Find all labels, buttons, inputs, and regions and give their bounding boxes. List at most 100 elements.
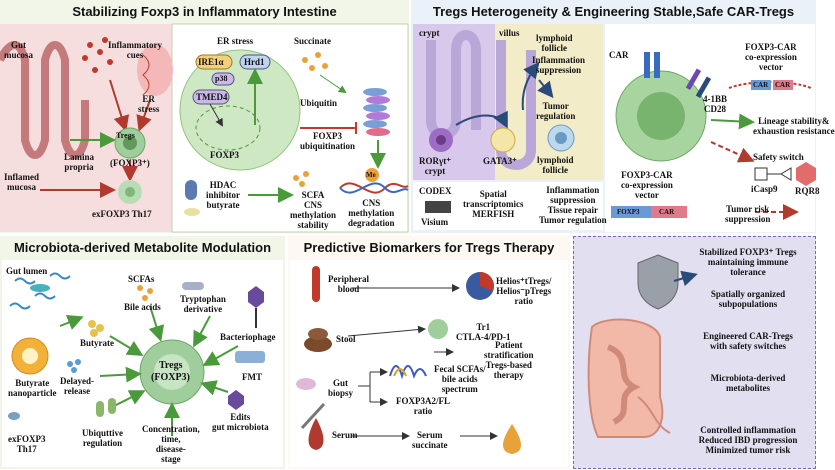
icasp9-label: iCasp9 [751, 184, 778, 194]
car-box-1: CAR [753, 81, 769, 89]
me-badge: Me [366, 171, 376, 179]
panel-title: Stabilizing Foxp3 in Inflammatory Intest… [72, 3, 337, 19]
exfoxp3-label: exFOXP3 Th17 [92, 209, 152, 219]
panel1-drawing [0, 23, 409, 233]
gut-biopsy-label: Gut biopsy [328, 378, 354, 398]
foxp3-car-vector-2-label: FOXP3-CAR co-expression vector [621, 170, 673, 200]
villi-wave [0, 41, 89, 159]
scfas-label: SCFAs [128, 274, 155, 284]
inflammatory-cues-label: Inflammatory cues [108, 40, 162, 60]
panel4-drawing [290, 260, 568, 467]
summary-item-1: Stabilized FOXP3⁺ Tregs maintaining immu… [699, 247, 797, 277]
costim-label: 4-1BB CD28 [703, 94, 728, 114]
panel-title: Microbiota-derived Metabolite Modulation [13, 239, 272, 255]
inflamed-mucosa-label: Inflamed mucosa [4, 172, 40, 192]
visium-label: Visium [421, 217, 449, 227]
cns-degradation-label: CNS methylation degradation [348, 198, 395, 228]
bile-acids-label: Bile acids [124, 302, 161, 312]
car-box-2: CAR [775, 81, 791, 89]
foxp3-ubiquitination-label: FOXP3 ubiquitination [300, 131, 356, 151]
inflammatory-dots [82, 37, 113, 73]
serum-label: Serum [332, 430, 358, 440]
panel2-drawing [413, 24, 816, 232]
delayed-release-label: Delayed- release [60, 376, 94, 396]
inflammation-list-label: Inflammation suppression Tissue repair T… [539, 185, 607, 225]
tumor-regulation-label: Tumor regulation [536, 101, 576, 121]
ubiquitive-regulation-label: Ubiquttive regulation [82, 428, 124, 448]
panel5-drawing [587, 254, 698, 438]
gut-lumen-label: Gut lumen [6, 266, 48, 276]
butyrate-label: Butyrate [80, 338, 114, 348]
gut-bacteria [9, 272, 71, 310]
summary-item-3: Engineered CAR-Tregs with safety switche… [703, 331, 793, 351]
rqr8-label: RQR8 [795, 186, 820, 196]
hdac-label: HDAC inhibitor butyrate [206, 180, 241, 210]
hrd1-badge: Hrd1 [244, 57, 265, 67]
foxp3-box: FOXP3 [617, 208, 640, 216]
inflammation-suppression-label: Inflammation suppression [532, 55, 586, 75]
ubiquitin-helix [363, 88, 390, 136]
foxp3-central-label: (FOXP3) [151, 372, 190, 383]
car-box-3: CAR [659, 208, 675, 216]
lymphoid-follicle-label: lymphoid follicle [536, 33, 573, 53]
safety-switch-label: Safety switch [753, 152, 804, 162]
butyrate-nanoparticle-label: Butyrate nanoparticle [8, 378, 57, 398]
er-stress-label: ER stress [138, 94, 160, 114]
er-stress-cell [137, 44, 173, 96]
foxp3-center-label: FOXP3 [210, 150, 239, 160]
summary-item-5: Controlled inflammation Reduced IBD prog… [698, 425, 798, 455]
helios-ratio-label: Helios⁺tTregs/ Helios⁻pTregs ratio [496, 276, 552, 306]
ubiquitin-label: Ubiquitin [300, 98, 338, 108]
fecal-scfas-label: Fecal SCFAs/ bile acids spectrum [434, 364, 486, 394]
foxp3-plus-label: (FOXP3⁺) [110, 158, 150, 168]
villus-zone [495, 24, 603, 180]
tryptophan-label: Tryptophan derivative [180, 294, 226, 314]
er-stress-2-label: ER stress [217, 36, 254, 46]
er-cell [179, 49, 301, 171]
panel-title: Tregs Heterogeneity & Engineering Stable… [432, 3, 795, 19]
tmed4-badge: TMED4 [196, 92, 228, 102]
tr1-label: Tr1 CTLA-4/PD-1 [456, 322, 511, 342]
foxp3a2-label: FOXP3A2/FL ratio [396, 396, 450, 416]
scfa-label: SCFA CNS methylation stability [290, 190, 336, 230]
foxp3-car-vector-label: FOXP3-CAR co-expression vector [745, 42, 797, 72]
succinate-label: Succinate [294, 36, 331, 46]
panel3-drawing [2, 260, 283, 467]
panel-biomarkers: Predictive Biomarkers for Tregs Therapy [288, 236, 570, 469]
codex-label: CODEX [419, 186, 452, 196]
lineage-label: Lineage stability& exhaustion resistance [753, 116, 835, 136]
car-label: CAR [609, 50, 629, 60]
edits-gut-label: Edits gut microbiota [212, 412, 269, 432]
shield-icon [637, 254, 679, 310]
p38-badge: p38 [215, 74, 228, 83]
ror-crypt-label: RORγt⁺ crypt [419, 156, 451, 176]
crypt-label: crypt [419, 28, 440, 38]
gut-mucosa-label: Gut mucosa [4, 40, 33, 60]
concentration-label: Concentration, time, disease- stage [142, 424, 200, 464]
gata3-label: GATA3⁺ [483, 156, 517, 166]
lymphoid-follicle-2-label: lymphoid follicle [537, 155, 574, 175]
panel-summary: Stabilized FOXP3⁺ Tregs maintaining immu… [573, 236, 816, 469]
villus-label: villus [499, 28, 520, 38]
summary-item-4: Microbiota-derived metabolites [710, 373, 786, 393]
panel-microbiota: Microbiota-derived Metabolite Modulation [0, 236, 285, 469]
tregs-label: Tregs [116, 131, 135, 140]
tregs-central-label: Tregs [159, 360, 183, 371]
panel-stabilizing-foxp3: Stabilizing Foxp3 in Inflammatory Intest… [0, 0, 409, 233]
serum-succinate-label: Serum succinate [412, 430, 448, 450]
patient-stratification-label: Patient stratification Tregs-based thera… [484, 340, 534, 380]
peripheral-blood-label: Peripheral blood [328, 274, 369, 294]
fmt-label: FMT [242, 372, 262, 382]
tumor-risk-label: Tumor risk suppression [725, 204, 771, 224]
succinate-dots [302, 52, 328, 71]
ire1a-badge: IRE1α [198, 57, 224, 67]
panel-car-tregs: Tregs Heterogeneity & Engineering Stable… [411, 0, 835, 233]
exfoxp3-th17-label: exFOXP3 Th17 [8, 434, 46, 454]
summary-item-2: Spatially organized subpopulations [710, 289, 786, 309]
spatial-label: Spatial transcriptomics MERFISH [463, 189, 524, 219]
divider-h [0, 233, 816, 236]
panel-title: Predictive Biomarkers for Tregs Therapy [303, 239, 555, 255]
lamina-propria-label: Lamina propria [64, 152, 95, 172]
stool-label: Stool [336, 334, 356, 344]
bacteriophage-label: Bacteriophage [220, 332, 276, 342]
